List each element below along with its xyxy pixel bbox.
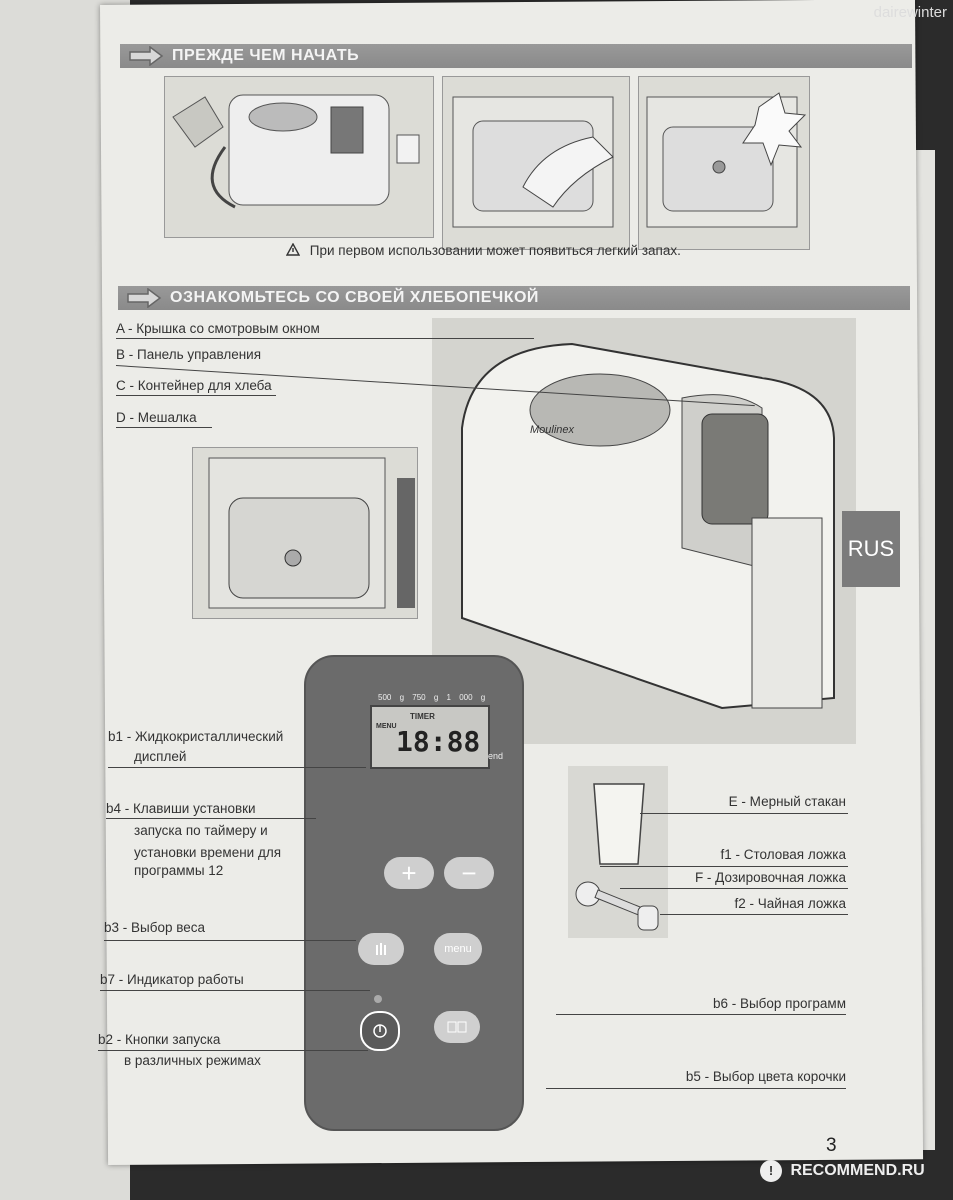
illustration-unpack bbox=[164, 76, 434, 238]
pan-heat-illustration bbox=[646, 92, 807, 228]
start-button bbox=[360, 1011, 400, 1051]
leader-line-b6 bbox=[556, 1014, 846, 1015]
control-label-b6: b6 - Выбор программ bbox=[712, 996, 846, 1011]
control-label-b4-line3: установки времени для bbox=[134, 845, 282, 860]
leader-line-e bbox=[640, 813, 848, 814]
bread-pan-drawing bbox=[208, 457, 415, 609]
accessory-label-f: F - Дозировочная ложка bbox=[694, 870, 846, 885]
footer-watermark-text: RECOMMEND.RU bbox=[790, 1162, 925, 1179]
leader-line-a bbox=[116, 338, 534, 339]
accessories-illustration bbox=[568, 766, 668, 938]
first-use-note-text: При первом использовании может появиться… bbox=[309, 243, 681, 258]
language-tab: RUS bbox=[842, 511, 900, 587]
leader-line-b7 bbox=[100, 990, 370, 991]
lcd-end: end bbox=[488, 751, 504, 761]
accessory-label-f1: f1 - Столовая ложка bbox=[720, 847, 846, 862]
control-label-b1-line2: дисплей bbox=[134, 749, 187, 764]
breadmaker-drawing bbox=[461, 342, 835, 710]
control-label-b5: b5 - Выбор цвета корочки bbox=[685, 1069, 846, 1084]
menu-button: menu bbox=[434, 933, 482, 965]
lcd-menu: MENU bbox=[376, 723, 397, 730]
leader-line-b4 bbox=[106, 818, 316, 819]
first-use-note: При первом использовании может появиться… bbox=[285, 242, 681, 258]
control-label-b7: b7 - Индикатор работы bbox=[100, 972, 244, 987]
control-label-b4-line4: программы 12 bbox=[134, 863, 224, 878]
leader-line-c bbox=[116, 395, 276, 396]
control-label-b3: b3 - Выбор веса bbox=[104, 920, 206, 935]
part-label-c: C - Контейнер для хлеба bbox=[116, 378, 272, 393]
watermark-top: dairewinter bbox=[873, 4, 947, 21]
part-label-d: D - Мешалка bbox=[116, 410, 197, 425]
leader-line-d bbox=[116, 427, 212, 428]
part-label-a: A - Крышка со смотровым окном bbox=[116, 321, 320, 336]
minus-button: − bbox=[444, 857, 494, 889]
leader-line-b1 bbox=[108, 767, 366, 768]
section-title: ОЗНАКОМЬТЕСЬ СО СВОЕЙ ХЛЕБОПЕЧКОЙ bbox=[170, 289, 539, 306]
section-title: ПРЕЖДЕ ЧЕМ НАЧАТЬ bbox=[172, 47, 360, 64]
section-banner-before-start: ПРЕЖДЕ ЧЕМ НАЧАТЬ bbox=[120, 44, 912, 68]
power-icon bbox=[373, 1024, 387, 1038]
status-indicator-light bbox=[374, 995, 382, 1003]
footer-watermark: ! RECOMMEND.RU bbox=[760, 1155, 945, 1187]
leader-line-f2 bbox=[660, 914, 848, 915]
leader-line-b5 bbox=[546, 1088, 846, 1089]
leader-line-b3 bbox=[104, 940, 356, 941]
lcd-display: TIMER MENU 18:88 bbox=[370, 705, 490, 769]
lcd-digits: 18:88 bbox=[396, 725, 481, 758]
control-panel-illustration: 500 g 750 g 1 000 g TIMER MENU 18:88 end… bbox=[304, 655, 524, 1131]
cup-and-spoon-drawing bbox=[575, 783, 659, 931]
accessory-label-f2: f2 - Чайная ложка bbox=[734, 896, 846, 911]
plus-button: + bbox=[384, 857, 434, 889]
warning-icon bbox=[285, 242, 301, 256]
illustration-heat bbox=[638, 76, 810, 250]
control-label-b4-line2: запуска по таймеру и bbox=[134, 823, 268, 838]
leader-line-b2 bbox=[98, 1050, 368, 1051]
control-label-b4-line1: b4 - Клавиши установки bbox=[106, 801, 256, 816]
section-banner-get-to-know: ОЗНАКОМЬТЕСЬ СО СВОЕЙ ХЛЕБОПЕЧКОЙ bbox=[118, 286, 910, 310]
page-number: 3 bbox=[826, 1135, 837, 1156]
crust-color-button bbox=[434, 1011, 480, 1043]
weight-button bbox=[358, 933, 404, 965]
weight-scale: 500 g 750 g 1 000 g bbox=[378, 693, 485, 702]
control-label-b2-line1: b2 - Кнопки запуска bbox=[98, 1032, 221, 1047]
arrow-icon bbox=[127, 288, 162, 308]
leader-line-f1 bbox=[600, 866, 848, 867]
control-label-b1-line1: b1 - Жидкокристаллический bbox=[108, 729, 284, 744]
lcd-timer: TIMER bbox=[410, 712, 435, 721]
control-label-b2-line2: в различных режимах bbox=[124, 1053, 261, 1068]
weight-500: 500 g bbox=[378, 693, 405, 702]
bread-pan-illustration bbox=[192, 447, 418, 619]
hand-icon bbox=[376, 943, 386, 955]
pan-wipe-illustration bbox=[452, 96, 614, 228]
accessory-label-e: E - Мерный стакан bbox=[728, 794, 846, 809]
weight-750: 750 g bbox=[412, 693, 439, 702]
recommend-logo-icon: ! bbox=[760, 1159, 782, 1182]
leader-line-f bbox=[620, 888, 848, 889]
arrow-icon bbox=[129, 46, 164, 66]
part-label-b: B - Панель управления bbox=[116, 347, 262, 362]
brand-logo: Moulinex bbox=[530, 424, 575, 436]
weight-1000: 1 000 g bbox=[446, 693, 486, 702]
crust-icon bbox=[447, 1021, 467, 1033]
illustration-wipe bbox=[442, 76, 630, 250]
breadmaker-unpack-illustration bbox=[172, 94, 420, 209]
